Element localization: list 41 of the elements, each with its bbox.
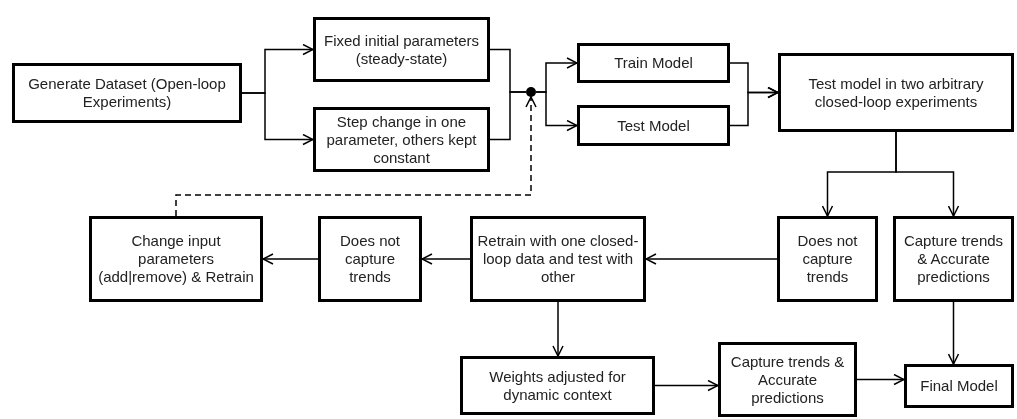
process-box <box>893 216 1014 302</box>
arrow <box>729 86 779 127</box>
arrow <box>645 253 778 265</box>
process-box <box>318 216 422 302</box>
process-box <box>904 364 1014 408</box>
box-label: Capture trends & Accurate predictions <box>729 352 846 407</box>
process-box <box>89 216 263 302</box>
process-box <box>577 105 730 146</box>
box-label: Retrain with one closed-loop data and test with other <box>477 232 639 286</box>
process-box <box>470 216 646 302</box>
process-box <box>718 342 857 417</box>
box-label: Final Model <box>920 377 998 395</box>
box-label: Weights adjusted for dynamic context <box>488 367 627 404</box>
box-label: Does not capture trends <box>796 232 859 286</box>
arrow <box>895 131 960 217</box>
process-box <box>313 17 490 82</box>
process-box <box>577 43 730 83</box>
arrow <box>552 301 564 357</box>
arrow <box>856 373 905 386</box>
box-label: Fixed initial parameters (steady-state) <box>322 31 481 68</box>
process-box <box>460 356 655 415</box>
arrow <box>535 91 578 132</box>
box-label: Test Model <box>617 116 690 135</box>
box-label: Test model in two arbitrary closed-loop experiments <box>807 74 985 111</box>
arrow <box>947 301 960 365</box>
box-label: Generate Dataset (Open-loop Experiments) <box>27 75 227 111</box>
process-box <box>12 63 242 123</box>
arrow <box>241 92 314 146</box>
arrow <box>654 379 719 392</box>
junction-dot <box>526 87 536 97</box>
process-box <box>778 53 1014 132</box>
process-box <box>777 216 878 302</box>
box-label: Change input parameters (add|remove) & Retrain <box>97 232 255 286</box>
arrow <box>175 96 537 217</box>
box-label: Train Model <box>614 54 693 72</box>
box-label: Does not capture trends <box>338 232 401 286</box>
box-label: Capture trends & Accurate predictions <box>902 232 1005 286</box>
arrow <box>262 253 319 265</box>
arrow <box>421 253 471 265</box>
process-box <box>313 107 490 172</box>
box-label: Step change in one parameter, others kept constant <box>325 112 478 167</box>
